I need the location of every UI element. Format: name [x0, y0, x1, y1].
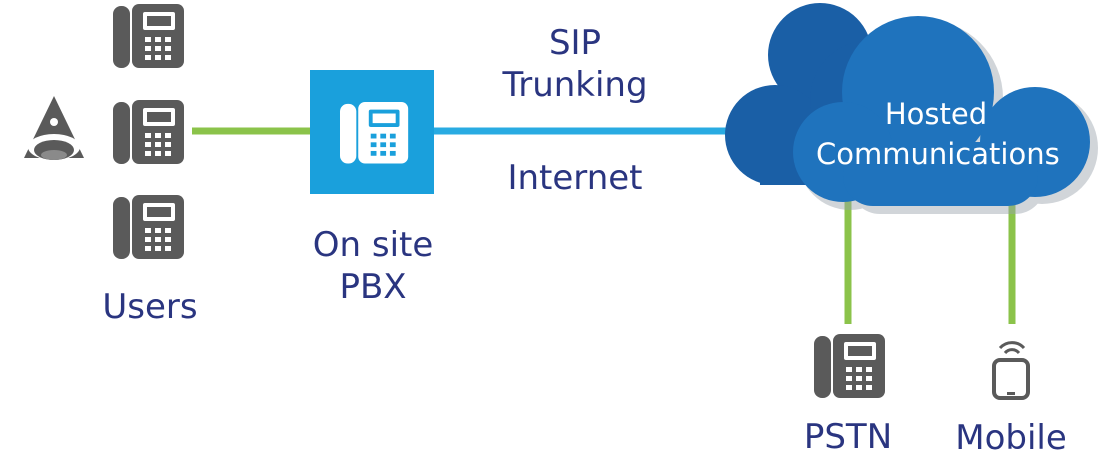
pbx-label-line1: On site	[312, 225, 434, 265]
sip-label-line2: Trunking	[502, 65, 648, 105]
pbx-label-line2: PBX	[339, 267, 407, 307]
sip-trunking-label: SIP Trunking	[490, 22, 660, 106]
cloud-label-line2: Communications	[816, 137, 1060, 171]
desk-phone-icon	[113, 195, 184, 259]
pbx-box	[310, 70, 434, 194]
desk-phone-icon	[113, 4, 184, 68]
desk-phone-icon	[814, 334, 885, 398]
cloud-label-line1: Hosted	[884, 97, 988, 131]
sip-label-line1: SIP	[548, 23, 602, 63]
users-label: Users	[102, 287, 198, 327]
desk-phone-icon	[113, 100, 184, 164]
conference-phone-icon	[24, 96, 84, 160]
cloud-label: Hosted Communications	[816, 94, 1060, 174]
pbx-label: On site PBX	[298, 224, 448, 308]
cloud-icon	[725, 3, 1098, 214]
mobile-label: Mobile	[955, 418, 1067, 458]
pstn-label: PSTN	[803, 417, 893, 457]
internet-label: Internet	[507, 158, 643, 198]
mobile-phone-icon	[992, 341, 1030, 400]
